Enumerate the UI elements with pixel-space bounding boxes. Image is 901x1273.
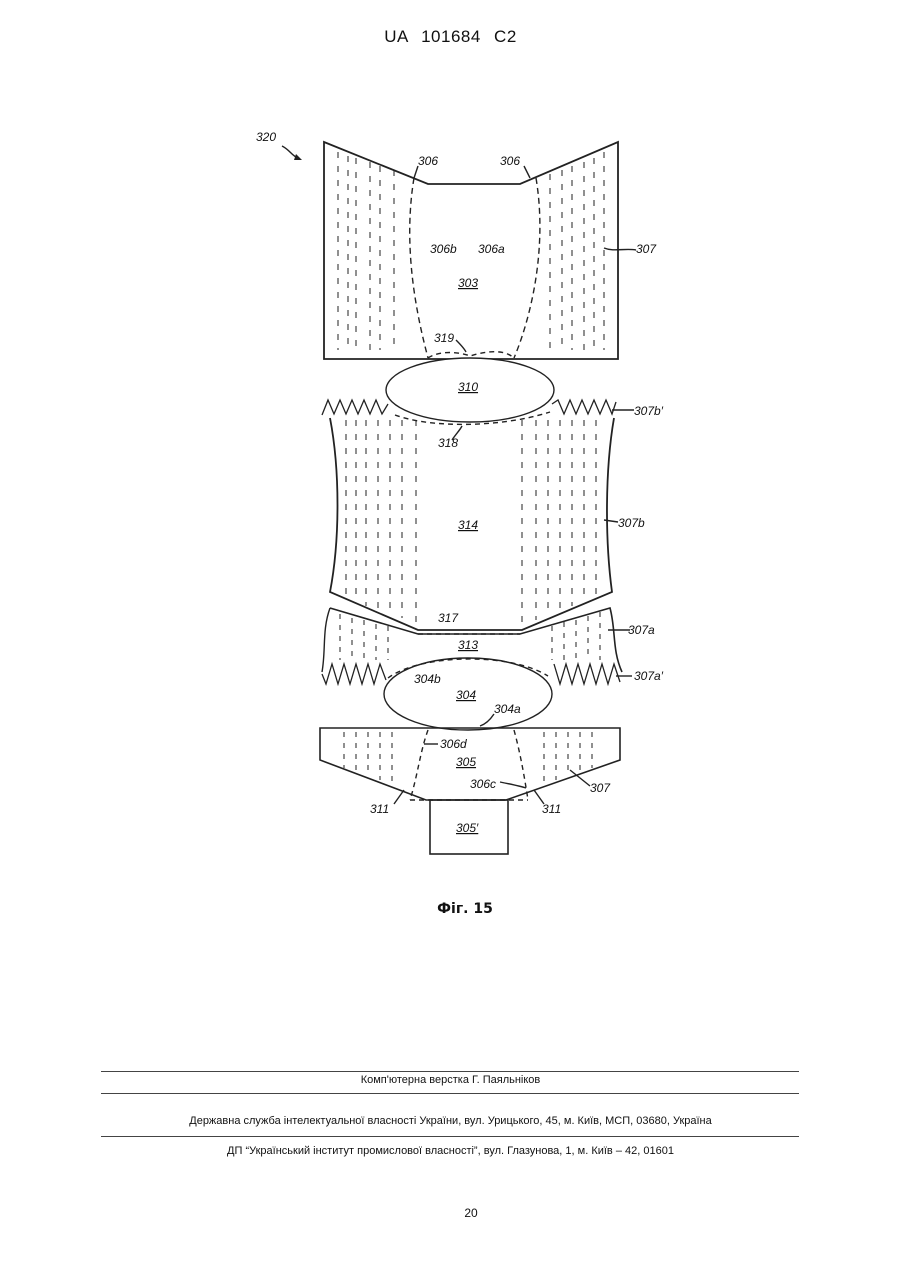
label-317: 317 — [438, 611, 459, 625]
arrow-320 — [294, 154, 302, 160]
elastic-strands-top-right — [550, 152, 604, 350]
label-304b: 304b — [414, 672, 441, 686]
label-307-top: 307 — [636, 242, 657, 256]
footer-divider-top — [101, 1071, 799, 1072]
label-306-right: 306 — [500, 154, 520, 168]
label-311-right: 311 — [542, 802, 561, 816]
label-320: 320 — [256, 130, 276, 144]
elastic-strands-middle-right — [522, 420, 596, 624]
label-306b: 306b — [430, 242, 457, 256]
zigzag-307a-prime-right — [554, 664, 620, 684]
label-313: 313 — [458, 638, 478, 652]
figure-caption: Фіг. 15 — [0, 901, 901, 917]
label-310: 310 — [458, 380, 478, 394]
zigzag-307b-prime-right — [552, 400, 616, 414]
elastic-strands-313 — [340, 612, 600, 660]
leader-307-top — [604, 248, 636, 250]
leader-319 — [456, 340, 466, 352]
fold-line-319 — [428, 352, 514, 358]
footer-divider-middle — [101, 1093, 799, 1094]
zigzag-307a-prime-left — [322, 664, 386, 684]
label-306d: 306d — [440, 737, 467, 751]
elastic-strands-top-left — [338, 152, 394, 350]
label-311-left: 311 — [370, 802, 389, 816]
label-306-left: 306 — [418, 154, 438, 168]
leader-306c — [500, 782, 526, 788]
label-307b-prime: 307b′ — [634, 404, 664, 418]
leader-311-left — [394, 790, 404, 804]
footer-institute: ДП “Український інститут промислової вла… — [0, 1145, 901, 1157]
label-314: 314 — [458, 518, 478, 532]
label-304a: 304a — [494, 702, 521, 716]
footer-ip-service: Державна служба інтелектуальної власност… — [0, 1115, 901, 1127]
zigzag-307b-prime-left — [322, 400, 388, 415]
label-305-prime: 305′ — [456, 821, 479, 835]
label-307a: 307a — [628, 623, 655, 637]
curve-306d — [410, 730, 428, 800]
label-306a: 306a — [478, 242, 505, 256]
label-304: 304 — [456, 688, 476, 702]
label-318: 318 — [438, 436, 458, 450]
top-panel-outline — [324, 142, 618, 359]
label-306c: 306c — [470, 777, 496, 791]
label-307-bottom: 307 — [590, 781, 611, 795]
label-307b: 307b — [618, 516, 645, 530]
curve-306a — [514, 178, 540, 358]
footer-divider-bottom — [101, 1136, 799, 1137]
label-303: 303 — [458, 276, 478, 290]
curve-306b — [410, 178, 428, 358]
leader-306-right — [524, 166, 530, 178]
page-number: 20 — [0, 1206, 901, 1220]
curve-306c — [514, 730, 528, 800]
panel-313-left-edge — [322, 608, 330, 672]
footer-layout-credit: Комп'ютерна верстка Г. Паяльніков — [0, 1074, 901, 1086]
label-305: 305 — [456, 755, 476, 769]
label-307a-prime: 307a′ — [634, 669, 664, 683]
label-319: 319 — [434, 331, 454, 345]
elastic-strands-middle-left — [346, 420, 416, 624]
leader-307b — [604, 520, 618, 522]
